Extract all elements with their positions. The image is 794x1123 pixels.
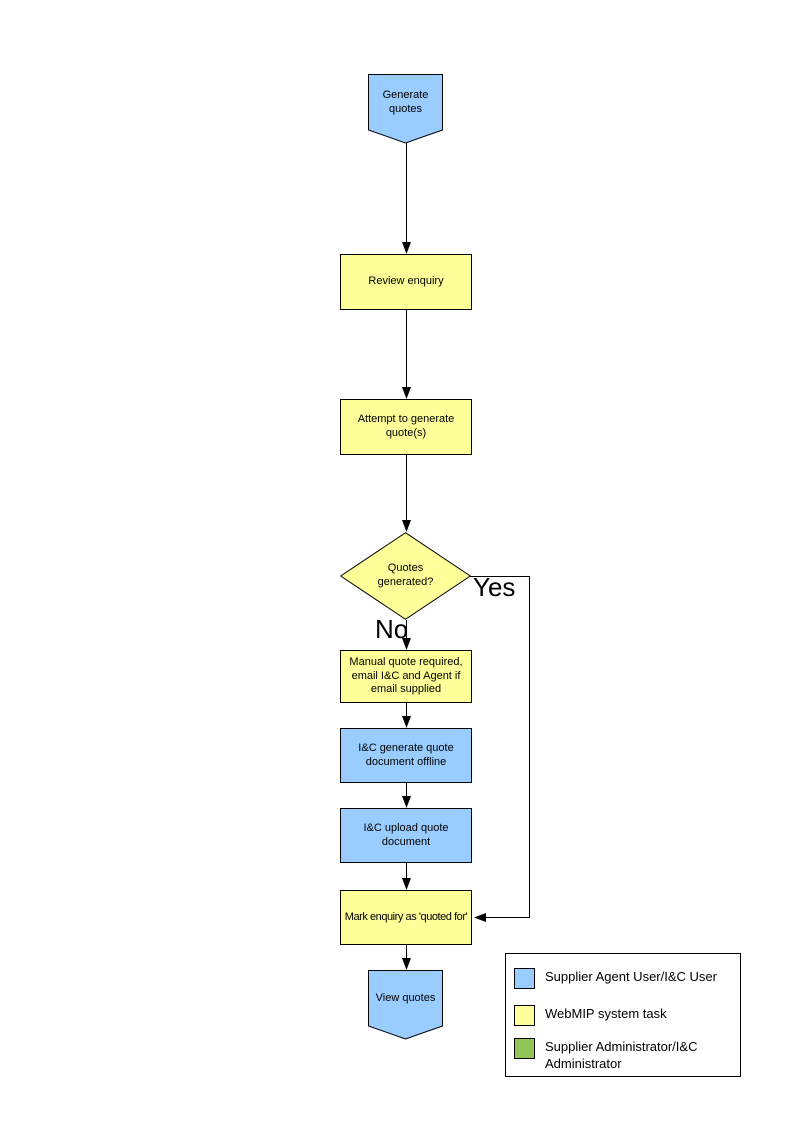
node-quotes-generated: Quotes generated? — [340, 532, 471, 620]
legend-item-supplier-agent-user: Supplier Agent User/I&C User — [514, 968, 733, 989]
edge-label-no: No — [375, 614, 409, 644]
pentagon-down-shape — [368, 74, 443, 144]
node-label: Mark enquiry as 'quoted for' — [344, 910, 468, 923]
node-label: Attempt to generate quote(s) — [357, 413, 455, 439]
node-review-enquiry: Review enquiry — [340, 254, 472, 310]
edge-label-yes: Yes — [473, 572, 516, 602]
node-label: Manual quote required, email I&C and Age… — [349, 655, 463, 696]
node-label: Review enquiry — [368, 275, 444, 288]
node-label: Quotes generated? — [377, 562, 434, 588]
legend-swatch-green — [514, 1038, 535, 1059]
node-label: View quotes — [375, 991, 436, 1004]
legend-label: Supplier Agent User/I&C User — [545, 969, 717, 984]
decision-diamond-shape — [340, 532, 471, 620]
node-mark-enquiry-quoted-for: Mark enquiry as 'quoted for' — [340, 890, 472, 945]
legend-label: Supplier Administrator/I&C Administrator — [545, 1039, 698, 1071]
legend-item-supplier-administrator: Supplier Administrator/I&C Administrator — [514, 1038, 733, 1073]
legend-label: WebMIP system task — [545, 1006, 667, 1021]
node-label: I&C upload quote document — [363, 821, 449, 848]
node-ic-generate-quote-offline: I&C generate quote document offline — [340, 728, 472, 783]
legend-swatch-yellow — [514, 1005, 535, 1026]
node-label: I&C generate quote document offline — [358, 741, 454, 768]
node-label: Generate quotes — [382, 88, 429, 115]
node-ic-upload-quote-document: I&C upload quote document — [340, 808, 472, 863]
node-generate-quotes: Generate quotes — [368, 74, 443, 144]
pentagon-down-shape — [368, 970, 443, 1040]
node-attempt-to-generate-quotes: Attempt to generate quote(s) — [340, 399, 472, 455]
legend: Supplier Agent User/I&C User WebMIP syst… — [505, 953, 741, 1077]
node-view-quotes: View quotes — [368, 970, 443, 1040]
node-manual-quote-required: Manual quote required, email I&C and Age… — [340, 650, 472, 703]
legend-swatch-blue — [514, 968, 535, 989]
legend-item-webmip-system-task: WebMIP system task — [514, 1005, 733, 1026]
